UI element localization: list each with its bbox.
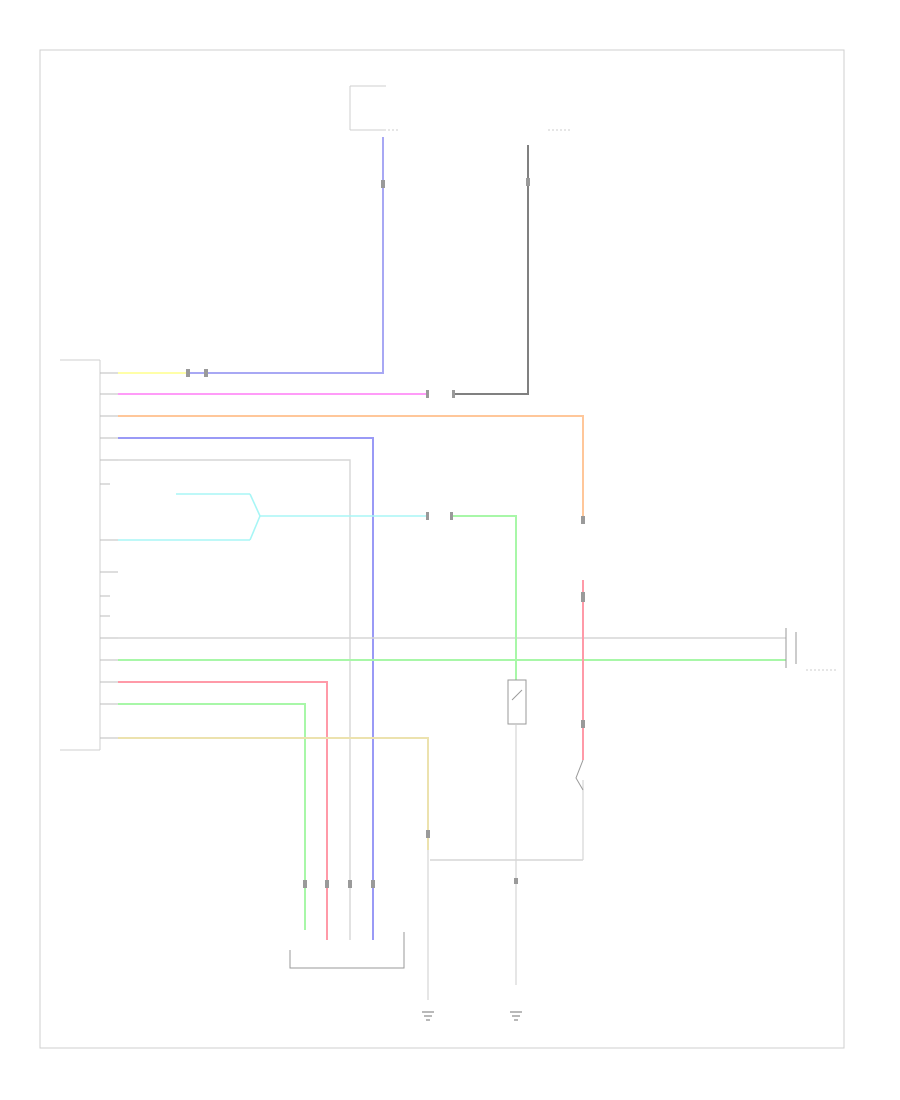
bottom-connector-bracket (289, 932, 405, 969)
wire-red (118, 580, 584, 940)
control-module-outline (60, 359, 101, 751)
diagram-frame (39, 49, 845, 1049)
wire-gray (118, 459, 786, 940)
wire-tan (118, 737, 429, 850)
wire-violet (118, 137, 384, 374)
junction-block-top-left (349, 85, 386, 131)
connector-right (785, 628, 797, 668)
ground-symbol-1 (422, 1011, 434, 1021)
wire-black (452, 145, 529, 395)
wire-green (118, 515, 786, 930)
connector-marks (186, 178, 585, 888)
wire-cyan (118, 493, 426, 541)
sensor-component-center (507, 679, 527, 725)
ground-symbol-2 (510, 1011, 522, 1021)
wire-orange (118, 415, 584, 520)
dashed-outlines (388, 129, 836, 671)
module-pin-stubs (100, 372, 118, 739)
switch-component-right (575, 759, 584, 791)
wire-ground-lines (427, 725, 584, 1000)
wire-blue (118, 437, 374, 940)
